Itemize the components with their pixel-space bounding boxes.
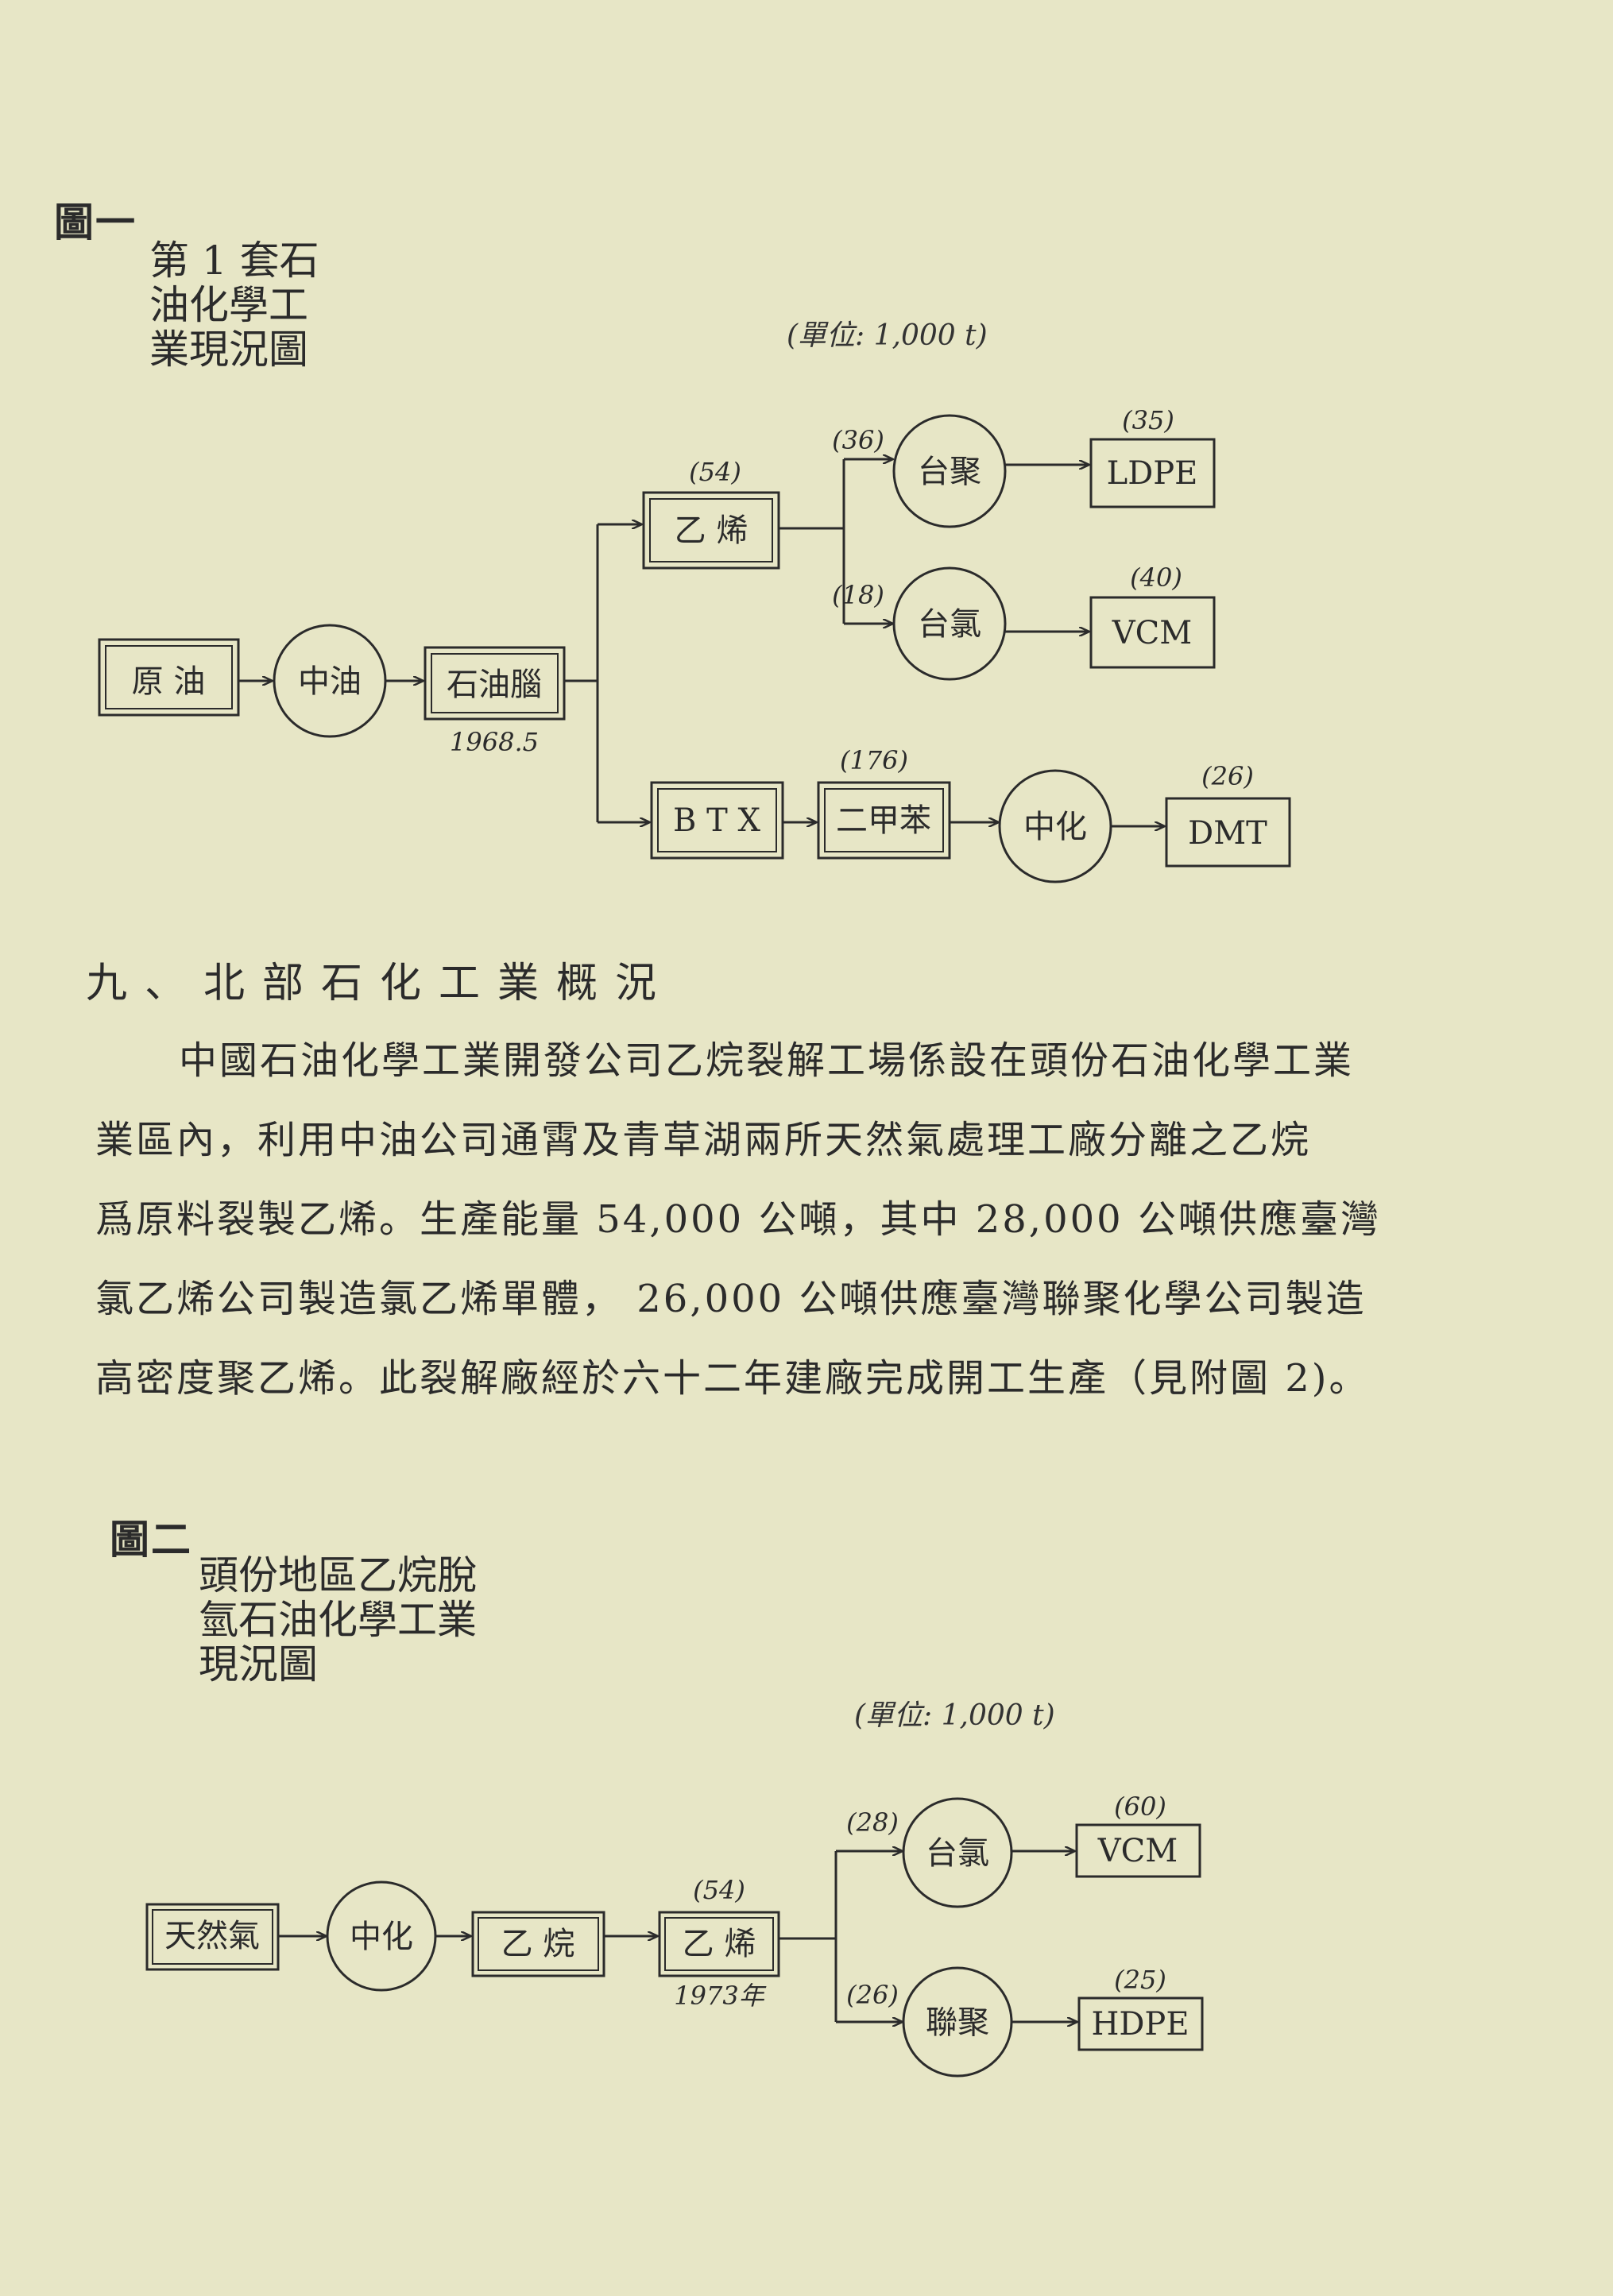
cpc-label: 中油 (298, 663, 362, 700)
vcm-box (1089, 596, 1216, 669)
ethylene-date: 1973年 (674, 1981, 766, 2011)
ethylene-box (642, 491, 780, 570)
figure2-caption-line: 頭份地區乙烷脫 (199, 1552, 477, 1598)
naphtha-date: 1968.5 (450, 727, 539, 757)
naphtha-label: 石油腦 (447, 667, 542, 703)
paragraph-line: 中國石油化學工業開發公司乙烷裂解工場係設在頭份石油化學工業 (179, 1038, 1355, 1083)
taichlor-label: 台氯 (918, 606, 981, 643)
vcm-quantity: (40) (1130, 562, 1182, 593)
vcm-box (1075, 1823, 1201, 1878)
figure1-caption-line: 業現況圖 (149, 327, 308, 373)
figure2-caption-line: 現況圖 (199, 1641, 318, 1687)
vcm-label: VCM (1112, 615, 1192, 651)
ethylene-label: 乙 烯 (683, 1926, 756, 1962)
naphtha-box (424, 646, 566, 721)
dmt-quantity: (26) (1201, 761, 1254, 791)
crude-box (98, 638, 240, 717)
figure1-caption-line: 第 1 套石 (149, 238, 319, 284)
paragraph-line: 業區內，利用中油公司通霄及青草湖兩所天然氣處理工廠分離之乙烷 (95, 1118, 1312, 1162)
lianju-label: 聯聚 (926, 2004, 989, 2041)
taiju-circle (892, 414, 1007, 528)
xylene-label: 二甲苯 (836, 802, 931, 839)
figure1-label: 圖一 (54, 199, 137, 245)
figure2-caption-line: 氫石油化學工業 (199, 1597, 477, 1643)
ethylene-quantity: (54) (693, 1875, 745, 1905)
hdpe-box (1077, 1996, 1204, 2051)
ldpe-label: LDPE (1107, 455, 1198, 492)
paragraph-line: 高密度聚乙烯。此裂解廠經於六十二年建廠完成開工生產（見附圖 2)。 (95, 1356, 1370, 1401)
taichlor-circle (902, 1797, 1013, 1908)
figure2-diagram: 天然氣 中化 乙 烷 乙 烯 台氯 聯聚 VCM HDPE (54) (28) … (145, 1792, 1204, 2078)
dmt-label: DMT (1188, 815, 1267, 852)
natgas-label: 天然氣 (164, 1918, 260, 1954)
section-paragraph: 中國石油化學工業開發公司乙烷裂解工場係設在頭份石油化學工業 業區內，利用中油公司… (95, 1021, 1526, 1418)
ethylene-label: 乙 烯 (675, 512, 748, 549)
taichlor-quantity: (28) (846, 1807, 899, 1838)
figure2-label: 圖二 (110, 1516, 192, 1563)
ethane-label: 乙 烷 (501, 1926, 575, 1962)
paragraph-line: 爲原料裂製乙烯。生產能量 54,000 公噸，其中 28,000 公噸供應臺灣 (95, 1197, 1381, 1242)
taichlor-quantity: (18) (832, 580, 884, 610)
taichlor-label: 台氯 (926, 1835, 989, 1872)
ldpe-quantity: (35) (1122, 405, 1174, 435)
figure2-caption: 頭份地區乙烷脫 氫石油化學工業 現況圖 (199, 1553, 532, 1687)
figure1-unit: (單位: 1,000 t) (787, 319, 988, 352)
figure1-caption: 第 1 套石 油化學工 業現況圖 (149, 238, 356, 372)
crude-label: 原 油 (132, 663, 206, 700)
taiju-label: 台聚 (918, 454, 981, 490)
ethylene-box (658, 1911, 780, 1977)
figure1-caption-line: 油化學工 (149, 282, 308, 328)
dmt-box (1165, 797, 1291, 868)
zhonghua-label: 中化 (350, 1919, 413, 1955)
figure2-unit: (單位: 1,000 t) (854, 1699, 1055, 1732)
vcm-label: VCM (1097, 1833, 1178, 1869)
paragraph-line: 氯乙烯公司製造氯乙烯單體， 26,000 公噸供應臺灣聯聚化學公司製造 (95, 1277, 1367, 1321)
ethylene-quantity: (54) (689, 457, 741, 487)
taichlor-circle (892, 566, 1007, 681)
btx-label: B T X (673, 802, 761, 839)
xylene-box (817, 781, 951, 860)
hdpe-label: HDPE (1091, 2006, 1189, 2043)
ldpe-box (1089, 438, 1216, 508)
hdpe-quantity: (25) (1114, 1965, 1166, 1995)
vcm-quantity: (60) (1114, 1792, 1166, 1822)
figure1-diagram: 原 油 中油 石油腦 乙 烯 B T X 二甲苯 台聚 台氯 中化 LDPE V… (98, 405, 1291, 883)
ethane-box (471, 1911, 605, 1977)
btx-box (650, 781, 784, 860)
section-title: 九、北部石化工業概況 (86, 960, 675, 1007)
taiju-quantity: (36) (832, 425, 884, 455)
xylene-quantity: (176) (840, 745, 908, 775)
zhonghua-label: 中化 (1023, 809, 1087, 845)
lianju-quantity: (26) (846, 1980, 899, 2010)
